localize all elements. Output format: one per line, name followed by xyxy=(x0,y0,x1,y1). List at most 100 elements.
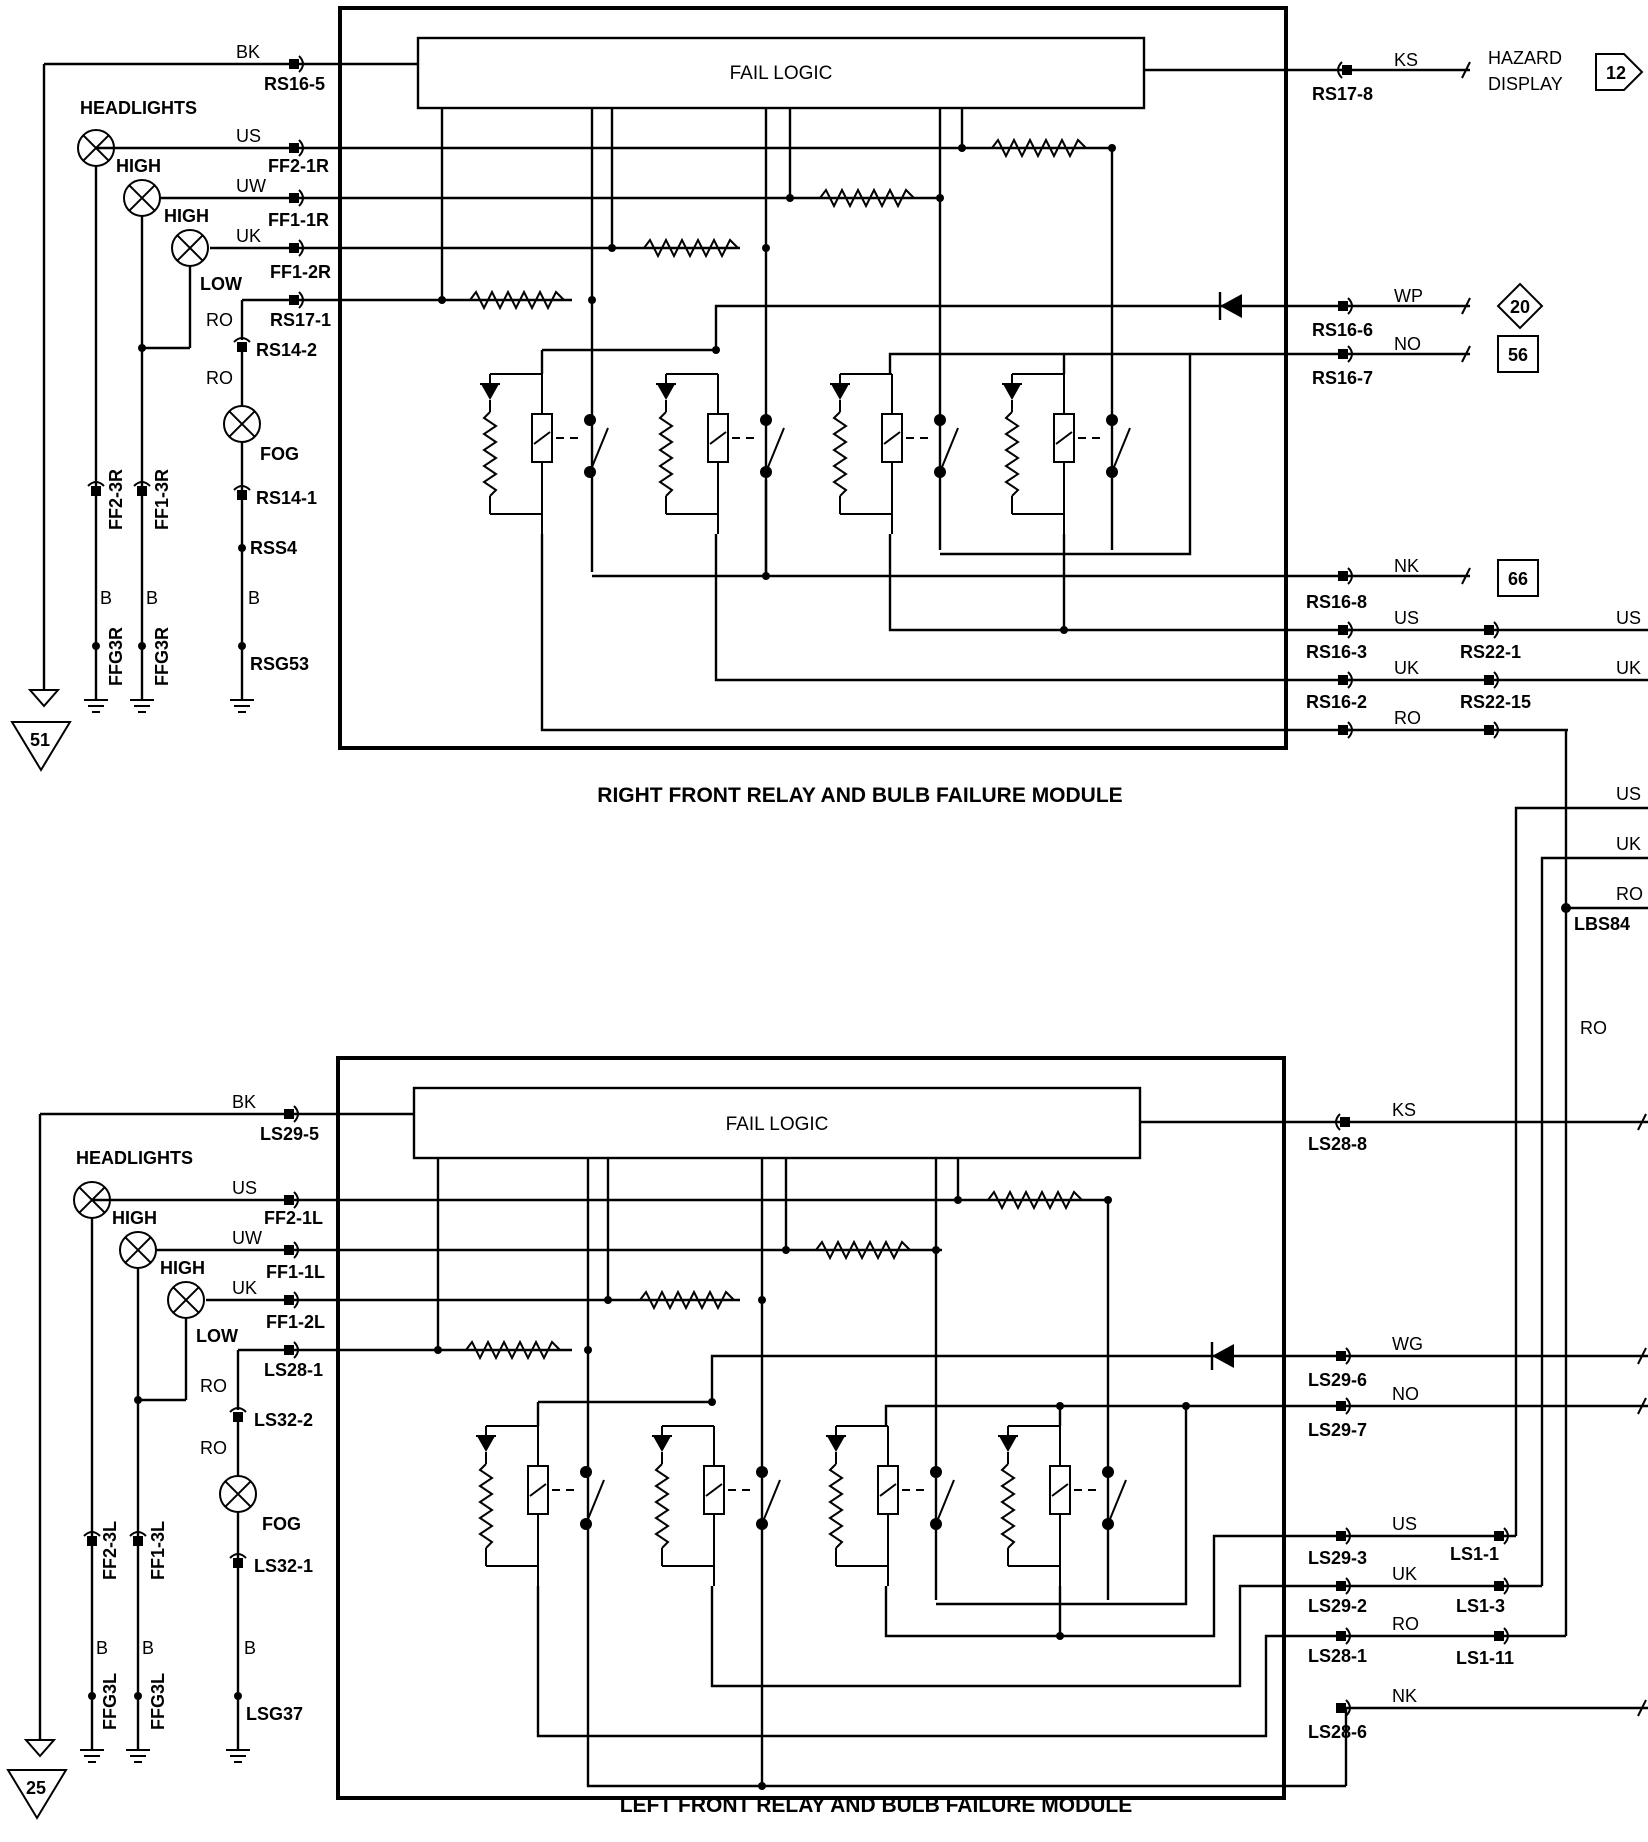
svg-text:LS32-1: LS32-1 xyxy=(254,1556,313,1576)
svg-text:56: 56 xyxy=(1508,345,1528,365)
svg-text:LS29-3: LS29-3 xyxy=(1308,1548,1367,1568)
ref-triangle-25 xyxy=(6,1769,68,1820)
module-enclosure xyxy=(338,6,1288,750)
svg-text:B: B xyxy=(248,588,260,608)
right-front-module: FAIL LOGIC xyxy=(10,6,1648,807)
svg-text:25: 25 xyxy=(26,1778,46,1798)
svg-text:LSG37: LSG37 xyxy=(246,1704,303,1724)
svg-text:RSS4: RSS4 xyxy=(250,538,297,558)
ref-box-12 xyxy=(1595,53,1644,91)
svg-text:LS29-6: LS29-6 xyxy=(1308,1370,1367,1390)
svg-text:RO: RO xyxy=(1616,884,1643,904)
svg-text:HIGH: HIGH xyxy=(160,1258,205,1278)
svg-text:US: US xyxy=(1392,1514,1417,1534)
label-rs17-8: RS17-8 xyxy=(1312,84,1373,104)
svg-text:B: B xyxy=(146,588,158,608)
connector-rs14-2 xyxy=(233,337,251,353)
svg-text:RO: RO xyxy=(1580,1018,1607,1038)
svg-text:WG: WG xyxy=(1392,1334,1423,1354)
ground-ref-arrow xyxy=(23,1739,57,1758)
svg-text:FFG3R: FFG3R xyxy=(106,627,126,686)
label-rs16-2: RS16-2 xyxy=(1306,692,1367,712)
svg-text:FF1-1L: FF1-1L xyxy=(266,1262,325,1282)
module-enclosure xyxy=(336,1056,1286,1800)
label-rs16-3: RS16-3 xyxy=(1306,642,1367,662)
svg-text:RS16-5: RS16-5 xyxy=(264,74,325,94)
svg-text:BK: BK xyxy=(236,42,260,62)
right-module-title: RIGHT FRONT RELAY AND BULB FAILURE MODUL… xyxy=(597,784,1122,807)
svg-text:FFG3R: FFG3R xyxy=(152,627,172,686)
svg-text:LS1-3: LS1-3 xyxy=(1456,1596,1505,1616)
svg-text:LS32-2: LS32-2 xyxy=(254,1410,313,1430)
high-label-1: HIGH xyxy=(116,156,161,176)
fog-lamp-icon xyxy=(223,405,261,443)
inter-module-link: US UK RO LBS84 RO xyxy=(1514,730,1648,1636)
svg-text:UK: UK xyxy=(1616,834,1641,854)
low-label: LOW xyxy=(200,274,242,294)
ground-icon xyxy=(229,699,255,713)
svg-text:LS1-11: LS1-11 xyxy=(1456,1648,1514,1668)
svg-text:FFG3L: FFG3L xyxy=(148,1673,168,1730)
svg-text:LS1-1: LS1-1 xyxy=(1450,1544,1499,1564)
left-module-title: LEFT FRONT RELAY AND BULB FAILURE MODULE xyxy=(620,1794,1133,1817)
svg-text:RS14-2: RS14-2 xyxy=(256,340,317,360)
ref-diamond-20 xyxy=(1496,282,1544,330)
splice-lbs84: LBS84 xyxy=(1574,914,1630,934)
svg-text:B: B xyxy=(142,1638,154,1658)
svg-text:B: B xyxy=(96,1638,108,1658)
svg-text:US: US xyxy=(236,126,261,146)
svg-text:FF1-3R: FF1-3R xyxy=(152,469,172,530)
svg-text:UK: UK xyxy=(1392,1564,1417,1584)
wire-us-out: US xyxy=(1394,608,1419,628)
svg-text:RO: RO xyxy=(200,1438,227,1458)
svg-text:LS28-6: LS28-6 xyxy=(1308,1722,1367,1742)
svg-text:KS: KS xyxy=(1392,1100,1416,1120)
svg-text:LS29-2: LS29-2 xyxy=(1308,1596,1367,1616)
wire-nk: NK xyxy=(1394,556,1419,576)
svg-text:RSG53: RSG53 xyxy=(250,654,309,674)
svg-text:FOG: FOG xyxy=(262,1514,301,1534)
fail-logic-block xyxy=(416,36,1146,110)
wire-ks: KS xyxy=(1394,50,1418,70)
svg-text:B: B xyxy=(100,588,112,608)
svg-text:HEADLIGHTS: HEADLIGHTS xyxy=(76,1148,193,1168)
label-rs16-6: RS16-6 xyxy=(1312,320,1373,340)
svg-text:UK: UK xyxy=(236,226,261,246)
fail-logic-label: FAIL LOGIC xyxy=(730,63,833,84)
wire-uk-out: UK xyxy=(1394,658,1419,678)
ground-icon xyxy=(225,1749,251,1763)
hazard-display-label-2: DISPLAY xyxy=(1488,74,1563,94)
svg-text:LS29-7: LS29-7 xyxy=(1308,1420,1367,1440)
svg-text:LS28-8: LS28-8 xyxy=(1308,1134,1367,1154)
svg-text:RO: RO xyxy=(206,310,233,330)
high-label-2: HIGH xyxy=(164,206,209,226)
svg-text:US: US xyxy=(232,1178,257,1198)
ground-icon xyxy=(83,699,109,713)
svg-text:UW: UW xyxy=(236,176,266,196)
headlights-label: HEADLIGHTS xyxy=(80,98,197,118)
svg-text:LS29-5: LS29-5 xyxy=(260,1124,319,1144)
svg-text:FF1-2R: FF1-2R xyxy=(270,262,331,282)
fog-label: FOG xyxy=(260,444,299,464)
ground-icon xyxy=(129,699,155,713)
svg-text:FF2-1L: FF2-1L xyxy=(264,1208,323,1228)
label-rs22-15: RS22-15 xyxy=(1460,692,1531,712)
svg-text:UW: UW xyxy=(232,1228,262,1248)
ground-icon xyxy=(79,1749,105,1763)
high-beam-2-icon xyxy=(171,229,209,267)
wire-uk-far: UK xyxy=(1616,658,1641,678)
high-beam-2-icon xyxy=(167,1281,205,1319)
svg-text:FF1-3L: FF1-3L xyxy=(148,1521,168,1580)
svg-text:RS17-1: RS17-1 xyxy=(270,310,331,330)
svg-text:LOW: LOW xyxy=(196,1326,238,1346)
svg-text:NK: NK xyxy=(1392,1686,1417,1706)
high-beam-icon xyxy=(123,179,161,217)
svg-text:FFG3L: FFG3L xyxy=(100,1673,120,1730)
connector-ls32-2 xyxy=(229,1407,247,1423)
svg-text:51: 51 xyxy=(30,730,50,750)
ground-icon xyxy=(125,1749,151,1763)
ground-ref-arrow xyxy=(27,689,61,708)
fog-lamp-icon xyxy=(219,1475,257,1513)
svg-text:NO: NO xyxy=(1392,1384,1419,1404)
